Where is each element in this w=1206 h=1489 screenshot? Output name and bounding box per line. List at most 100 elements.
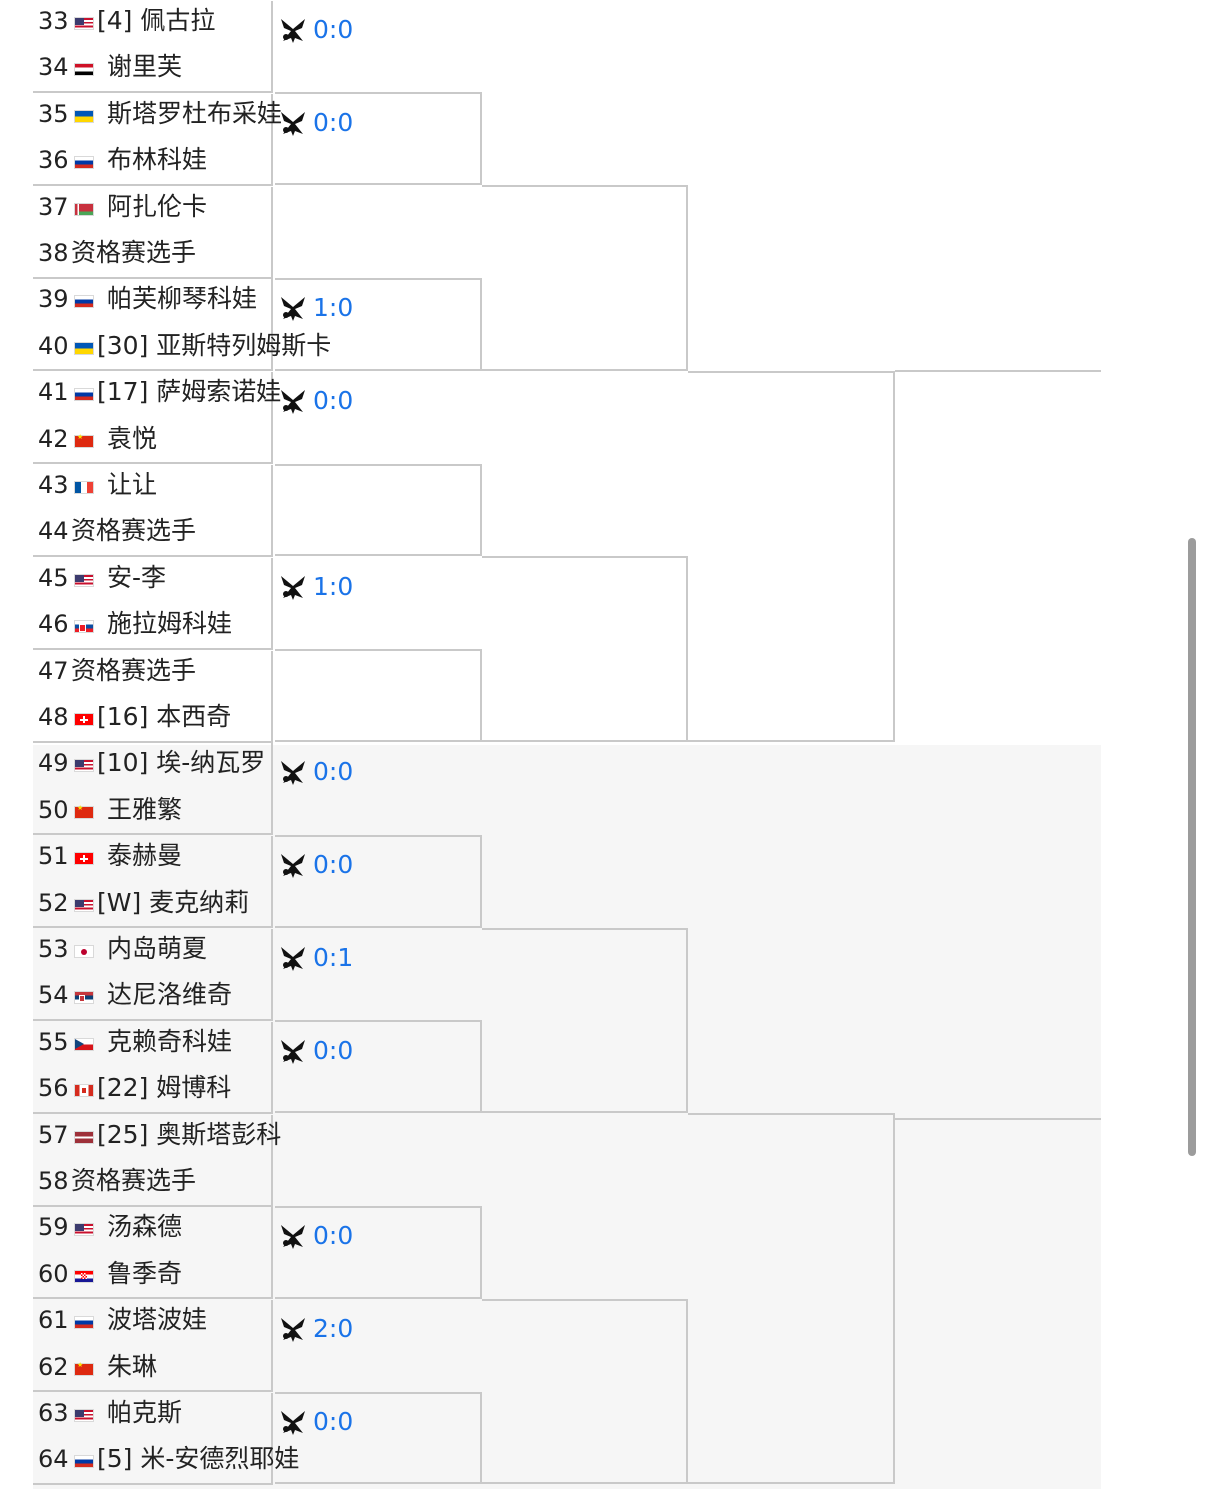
- h2h-score[interactable]: 0:0: [278, 758, 353, 786]
- player-slot[interactable]: 59 汤森德: [33, 1207, 275, 1253]
- player-slot[interactable]: 57[25] 奥斯塔彭科: [33, 1115, 281, 1161]
- flag-chn-icon: [74, 1361, 94, 1376]
- player-name[interactable]: [16] 本西奇: [97, 702, 232, 731]
- flag-rus-icon: [74, 156, 94, 170]
- player-slot[interactable]: 62朱琳: [33, 1347, 275, 1393]
- player-name[interactable]: 达尼洛维奇: [107, 980, 233, 1010]
- h2h-score[interactable]: 0:0: [278, 851, 353, 879]
- h2h-score-value[interactable]: 0:0: [313, 757, 354, 787]
- player-name[interactable]: 泰赫曼: [107, 841, 183, 871]
- player-name[interactable]: 朱琳: [107, 1351, 158, 1381]
- player-slot[interactable]: 50王雅繁: [33, 790, 275, 836]
- player-name[interactable]: 让让: [107, 470, 158, 499]
- player-name[interactable]: 阿扎伦卡: [107, 191, 208, 221]
- player-name[interactable]: 帕克斯: [107, 1398, 183, 1427]
- player-name[interactable]: 内岛萌夏: [107, 934, 208, 963]
- player-name[interactable]: 帕芙柳琴科娃: [107, 284, 258, 314]
- h2h-score-value[interactable]: 0:0: [313, 107, 354, 137]
- h2h-score-value[interactable]: 0:0: [313, 1221, 354, 1251]
- player-slot[interactable]: 64[5] 米-安德烈耶娃: [33, 1439, 299, 1485]
- h2h-score-value[interactable]: 2:0: [313, 1314, 354, 1344]
- round-connector: [482, 927, 688, 1114]
- player-name[interactable]: 布林科娃: [107, 145, 208, 175]
- player-name[interactable]: [5] 米-安德烈耶娃: [97, 1444, 300, 1474]
- player-name[interactable]: [22] 姆博科: [97, 1073, 232, 1103]
- h2h-score[interactable]: 0:0: [278, 16, 353, 44]
- player-name[interactable]: [17] 萨姆索诺娃: [97, 377, 282, 407]
- player-name[interactable]: 王雅繁: [107, 794, 183, 824]
- player-name[interactable]: 鲁季奇: [107, 1258, 183, 1288]
- player-slot[interactable]: 49[10] 埃-纳瓦罗: [33, 743, 275, 789]
- player-name[interactable]: 资格赛选手: [71, 516, 197, 546]
- player-slot[interactable]: 33[4] 佩古拉: [33, 1, 275, 47]
- player-slot[interactable]: 56[22] 姆博科: [33, 1068, 275, 1114]
- player-slot[interactable]: 42袁悦: [33, 419, 275, 465]
- flag-fra-icon: [74, 481, 94, 494]
- player-name[interactable]: [W] 麦克纳莉: [97, 887, 250, 917]
- player-slot[interactable]: 52[W] 麦克纳莉: [33, 883, 275, 929]
- h2h-score[interactable]: 1:0: [278, 571, 354, 601]
- h2h-score[interactable]: 2:0: [278, 1315, 353, 1343]
- h2h-score[interactable]: 0:0: [278, 1035, 354, 1065]
- player-name[interactable]: [30] 亚斯特列姆斯卡: [97, 330, 332, 360]
- player-name[interactable]: 袁悦: [107, 423, 158, 453]
- h2h-score[interactable]: 0:0: [278, 1222, 353, 1250]
- player-name[interactable]: [25] 奥斯塔彭科: [97, 1119, 282, 1149]
- player-name[interactable]: 波塔波娃: [107, 1305, 208, 1335]
- h2h-score-value[interactable]: 1:0: [313, 293, 354, 323]
- h2h-score[interactable]: 0:0: [278, 387, 353, 415]
- h2h-score-value[interactable]: 0:1: [313, 943, 354, 972]
- player-name[interactable]: [10] 埃-纳瓦罗: [97, 748, 266, 778]
- player-name[interactable]: 资格赛选手: [71, 655, 197, 685]
- flag-rus-icon: [74, 1316, 94, 1330]
- h2h-score-value[interactable]: 0:0: [313, 1035, 354, 1065]
- draw-position: 41: [38, 378, 69, 407]
- flag-can-icon: [74, 1084, 94, 1098]
- player-name[interactable]: 汤森德: [107, 1212, 183, 1242]
- match-box: [33, 557, 273, 650]
- player-slot[interactable]: 40[30] 亚斯特列姆斯卡: [33, 326, 331, 372]
- h2h-score-value[interactable]: 1:0: [313, 571, 354, 601]
- h2h-score-value[interactable]: 0:0: [313, 1407, 354, 1436]
- h2h-score-value[interactable]: 0:0: [313, 850, 354, 880]
- player-slot[interactable]: 48[16] 本西奇: [33, 697, 275, 743]
- player-name[interactable]: 斯塔罗杜布采娃: [107, 98, 283, 128]
- h2h-score-value[interactable]: 0:0: [313, 386, 354, 416]
- player-name[interactable]: 克赖奇科娃: [107, 1026, 233, 1056]
- h2h-score-value[interactable]: 0:0: [313, 15, 354, 44]
- player-name[interactable]: 资格赛选手: [71, 1166, 197, 1195]
- h2h-score[interactable]: 0:1: [278, 944, 353, 972]
- player-name[interactable]: 施拉姆科娃: [107, 609, 233, 639]
- draw-position: 59: [38, 1213, 69, 1242]
- h2h-score[interactable]: 1:0: [278, 294, 353, 322]
- player-name[interactable]: [4] 佩古拉: [97, 6, 216, 35]
- player-name[interactable]: 资格赛选手: [71, 238, 197, 267]
- player-name[interactable]: 安-李: [107, 562, 167, 592]
- crossed-rackets-icon: [278, 387, 308, 415]
- scrollbar-thumb[interactable]: [1188, 538, 1196, 1156]
- player-name[interactable]: 谢里芙: [107, 52, 183, 82]
- round-connector: [275, 1391, 482, 1485]
- h2h-score[interactable]: 0:0: [278, 107, 354, 137]
- player-slot[interactable]: 41 [17] 萨姆索诺娃: [33, 372, 281, 418]
- h2h-score[interactable]: 0:0: [278, 1408, 353, 1436]
